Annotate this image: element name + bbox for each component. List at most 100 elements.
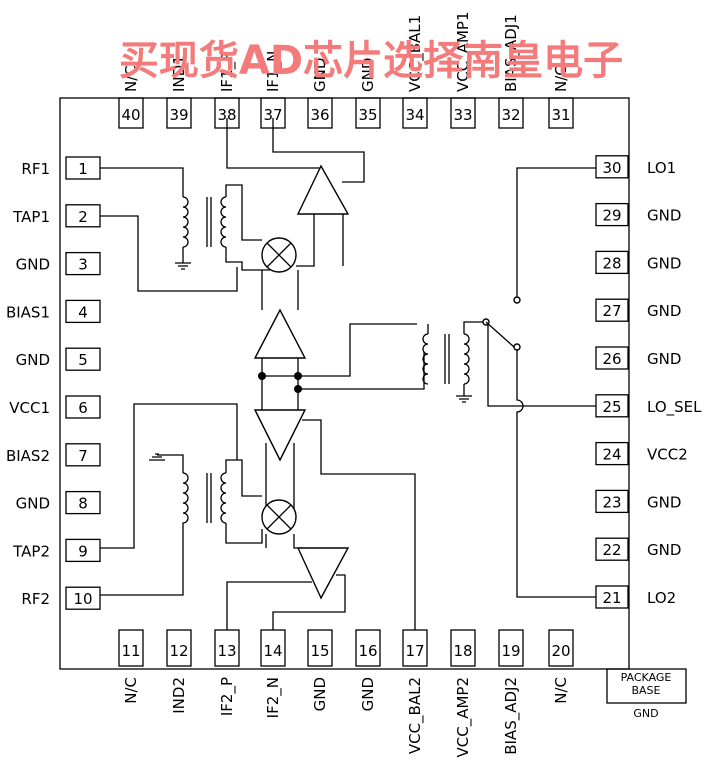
pin-label: VCC2 bbox=[647, 446, 688, 464]
pin-32: 32 BIAS_ADJ1 bbox=[498, 14, 524, 129]
pin-label: IF2_P bbox=[218, 677, 237, 716]
pin-number: 31 bbox=[551, 106, 570, 124]
pin-number: 11 bbox=[121, 642, 140, 660]
left-pin-group: 1RF12TAP13GND4BIAS15GND6VCC17BIAS28GND9T… bbox=[6, 156, 101, 610]
pin-number: 1 bbox=[78, 160, 88, 178]
lo-bus-lower bbox=[265, 443, 295, 510]
pin-label: GND bbox=[647, 254, 681, 272]
rf1-trace bbox=[100, 167, 184, 197]
internal-circuit bbox=[100, 118, 596, 630]
tap2-trace bbox=[100, 403, 238, 549]
pin-number: 19 bbox=[501, 642, 520, 660]
lo-balun-leads bbox=[427, 321, 486, 396]
pin-label: GND bbox=[647, 350, 681, 368]
lo1-trace bbox=[516, 167, 596, 297]
lo-feed-traces bbox=[262, 323, 425, 390]
pin-number: 28 bbox=[602, 254, 621, 272]
pin-31: 31 N/C bbox=[548, 65, 574, 129]
if1-amp-to-mixer bbox=[296, 214, 344, 267]
pin-pad bbox=[595, 155, 629, 179]
pin-label: VCC_AMP2 bbox=[454, 677, 473, 758]
pin-number: 34 bbox=[405, 106, 424, 124]
pin-number: 3 bbox=[78, 256, 88, 274]
balun2-core bbox=[206, 473, 212, 523]
pin-pad bbox=[595, 250, 629, 275]
pin-number: 12 bbox=[169, 642, 188, 660]
switch-contact-lo2 bbox=[513, 343, 521, 351]
balun1-core bbox=[206, 197, 212, 247]
pin-pad bbox=[548, 97, 574, 129]
pin-label: GND bbox=[16, 495, 50, 513]
pin-pad bbox=[450, 97, 476, 129]
pin-number: 25 bbox=[602, 398, 621, 416]
pin-pad bbox=[595, 489, 629, 514]
package-base-line2: BASE bbox=[631, 684, 660, 697]
pin-number: 29 bbox=[602, 207, 621, 225]
pin-pad bbox=[166, 97, 192, 129]
pin-number: 37 bbox=[263, 106, 282, 124]
pin-20: 20N/C bbox=[548, 629, 574, 704]
pin-11: 11N/C bbox=[118, 629, 144, 704]
pin-label: BIAS2 bbox=[6, 447, 50, 465]
pin-label: BIAS1 bbox=[6, 303, 50, 321]
pin-number: 7 bbox=[78, 447, 88, 465]
pin-7: 7 BIAS2 bbox=[6, 443, 101, 467]
balun2-ground-leg bbox=[157, 454, 184, 473]
pin-number: 38 bbox=[217, 106, 236, 124]
pin-label: N/C bbox=[122, 65, 140, 92]
pin-number: 13 bbox=[217, 642, 236, 660]
pin-pad bbox=[355, 629, 381, 667]
pin-label: GND bbox=[647, 302, 681, 320]
pin-pad bbox=[498, 97, 524, 129]
pin-number: 17 bbox=[405, 642, 424, 660]
pin-label: N/C bbox=[122, 677, 140, 704]
package-base-pad: PACKAGE BASE GND bbox=[606, 668, 687, 720]
pin-label: VCC_BAL1 bbox=[406, 15, 425, 92]
pin-pad bbox=[595, 346, 629, 370]
pin-label: IF2_N bbox=[264, 677, 283, 718]
pin-label: GND bbox=[647, 541, 681, 559]
pin-number: 6 bbox=[78, 399, 88, 417]
pin-label: GND bbox=[311, 58, 329, 92]
pin-28: 28 GND bbox=[595, 250, 681, 275]
pin-pad bbox=[65, 538, 101, 563]
pin-number: 32 bbox=[501, 106, 520, 124]
pin-label: GND bbox=[16, 351, 50, 369]
tap1-trace bbox=[100, 215, 238, 292]
ground-symbol-icon bbox=[175, 262, 191, 270]
pin-label: N/C bbox=[552, 65, 570, 92]
pin-label: RF2 bbox=[21, 590, 50, 608]
switch-contact-lo1 bbox=[513, 296, 521, 304]
pin-label: GND bbox=[359, 58, 377, 92]
pin-label: BIAS_ADJ1 bbox=[502, 14, 521, 92]
pin-number: 9 bbox=[78, 542, 88, 560]
pin-pad bbox=[65, 299, 101, 324]
pin-number: 21 bbox=[602, 589, 621, 607]
pin-pad bbox=[65, 395, 101, 419]
pin-label: IF1_P bbox=[218, 53, 237, 92]
pin-number: 14 bbox=[263, 642, 282, 660]
pin-label: IND2 bbox=[170, 677, 188, 714]
pin-label: VCC_BAL2 bbox=[406, 677, 425, 754]
pin-pad bbox=[548, 629, 574, 667]
pin-pad bbox=[595, 537, 629, 561]
balun2-secondary-leads bbox=[225, 459, 263, 544]
